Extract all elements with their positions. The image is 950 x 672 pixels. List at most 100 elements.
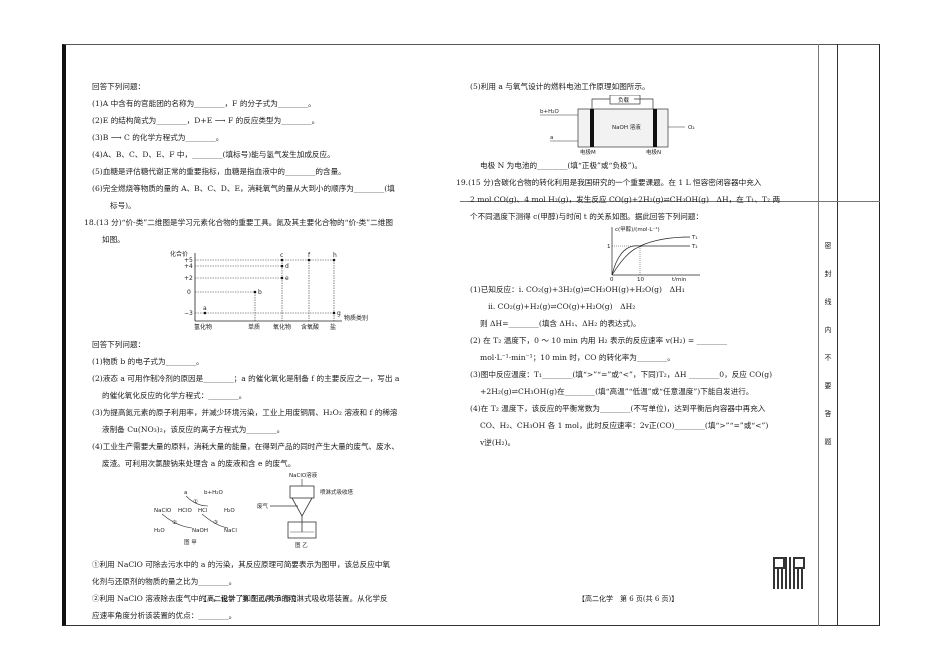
- page-5-column: 回答下列问题： (1)A 中含有的官能团的名称为________，F 的分子式为…: [84, 78, 452, 624]
- q19-2: (2) 在 T₂ 温度下，0 ～ 10 min 内用 H₂ 表示的反应速率 v(…: [470, 336, 728, 345]
- q18-4-cont: 废渣。可利用次氯酸钠来处理含 a 的废液和含 e 的废气。: [102, 459, 296, 468]
- svg-text:NaCl: NaCl: [224, 528, 237, 534]
- svg-text:b: b: [258, 289, 262, 296]
- q19-3-cont: +2H₂(g)⇌CH₃OH(g)在________(填“高温”“低温”或“任意温…: [480, 387, 754, 396]
- svg-text:NaClO溶液: NaClO溶液: [289, 472, 318, 479]
- q19-line2: 2 mol CO(g)、4 mol H₂(g)，发生反应 CO(g)+2H₂(g…: [470, 195, 781, 204]
- q17-2: (2)E 的结构简式为________，D+E ⟶ F 的反应类型为______…: [92, 116, 320, 125]
- fuel-cell-diagram: 负载 b+H₂O a NaOH 溶液 O₂ 电极M 电极N: [540, 95, 695, 156]
- fig-yi-caption: 图 乙: [295, 541, 308, 549]
- svg-text:a: a: [550, 135, 553, 141]
- q19-line3: 个不同温度下测得 c(甲醇)与时间 t 的关系如图。据此回答下列问题：: [470, 212, 704, 221]
- q19-2-cont: mol·L⁻¹·min⁻¹；10 min 时，CO 的转化率为________。: [480, 353, 675, 362]
- svg-text:+4: +4: [184, 263, 193, 270]
- q18-heading-cont: 如图。: [102, 235, 125, 244]
- q18-5-question: 电极 N 为电池的________(填“正极”或“负极”)。: [480, 161, 643, 170]
- svg-text:f: f: [308, 252, 311, 259]
- svg-text:O₂: O₂: [688, 125, 695, 131]
- q18-1: (1)物质 b 的电子式为________。: [92, 357, 204, 366]
- svg-text:0: 0: [187, 289, 191, 296]
- q18-2: (2)液态 a 可用作制冷剂的原因是________；a 的催化氧化是制备 f …: [92, 374, 400, 383]
- q18-4-2-cont: 应速率角度分析该装置的优点：________。: [92, 611, 237, 620]
- valence-class-chart: 化合价 +5 +4 +2 0 −3: [170, 250, 368, 331]
- svg-text:③: ③: [213, 520, 218, 526]
- divider-line: [460, 201, 880, 202]
- q18-3-cont: 液制备 Cu(NO₃)₂，该反应的离子方程式为________。: [102, 425, 285, 434]
- q19-heading: 19.(15 分)含碳化合物的转化利用是我国研究的一个重要课题。在 1 L 恒容…: [456, 178, 762, 187]
- svg-text:①: ①: [193, 499, 198, 505]
- page-5-footer: 【高二化学 第 5 页(共 6 页)】: [200, 595, 301, 603]
- q19-3: (3)图中反应温度：T₁________(填“>”“=”或“<”，下同)T₂，Δ…: [470, 370, 773, 379]
- svg-text:T₁: T₁: [691, 235, 698, 241]
- q18-heading: 18.(13 分)“价-类”二维图是学习元素化合物的重要工具。氮及其主要化合物的…: [84, 218, 393, 227]
- q18-2-cont: 的催化氧化反应的化学方程式：________。: [102, 391, 247, 400]
- svg-text:HCl: HCl: [198, 508, 208, 514]
- svg-text:h: h: [333, 252, 337, 259]
- svg-text:电极M: 电极M: [580, 148, 596, 156]
- svg-text:氢化物: 氢化物: [194, 323, 212, 331]
- svg-text:−3: −3: [184, 310, 193, 317]
- svg-text:盐: 盐: [330, 323, 336, 331]
- page-6-column: (5)利用 a 与氧气设计的燃料电池工作原理如图所示。 负载 b+H₂O a N…: [456, 78, 810, 451]
- svg-text:负载: 负载: [618, 96, 630, 104]
- page-frame: [62, 44, 880, 626]
- svg-text:a: a: [184, 490, 187, 496]
- q18-4: (4)工业生产需要大量的原料，消耗大量的能量，在得到产品的同时产生大量的废气、废…: [92, 442, 399, 451]
- svg-text:1: 1: [607, 244, 611, 250]
- svg-text:HClO: HClO: [178, 508, 193, 514]
- q19-1: (1)已知反应：ⅰ. CO₂(g)+3H₂(g)⇌CH₃OH(g)+H₂O(g)…: [470, 285, 685, 294]
- svg-text:c: c: [280, 252, 283, 259]
- q19-4-cont: CO、H₂、CH₃OH 各 1 mol，此时反应速率：2v正(CO)______…: [480, 421, 769, 430]
- q17-3: (3)B ⟶ C 的化学方程式为________。: [92, 133, 224, 142]
- svg-text:+2: +2: [184, 275, 193, 282]
- svg-text:b+H₂O: b+H₂O: [204, 490, 223, 496]
- q17-6-cont: 标号)。: [110, 201, 136, 210]
- methanol-curve-chart: c(甲醇)/(mol·L⁻¹) T₁ T₂ 1 0 10 t/min: [607, 225, 700, 281]
- q18-4-1: ①利用 NaClO 可除去污水中的 a 的污染，其反应原理可简要表示为图甲，该总…: [92, 560, 391, 569]
- seal-line-notice: 密 封 线 内 不 要 答 题: [824, 242, 832, 446]
- svg-text:b+H₂O: b+H₂O: [540, 109, 559, 115]
- q19-1-answer: 则 ΔH=________(填含 ΔH₁、ΔH₂ 的表达式)。: [480, 319, 641, 328]
- svg-text:T₂: T₂: [691, 244, 698, 250]
- q19-1-ii: ⅱ. CO₂(g)+H₂(g)⇌CO(g)+H₂O(g) ΔH₂: [488, 302, 636, 311]
- svg-text:t/min: t/min: [672, 277, 687, 281]
- chart-xlabel: 物质类别: [344, 314, 368, 322]
- svg-text:NaOH: NaOH: [192, 528, 208, 534]
- svg-text:NaClO: NaClO: [154, 508, 172, 514]
- svg-text:单质: 单质: [248, 323, 260, 331]
- svg-text:H₂O: H₂O: [224, 508, 235, 514]
- svg-text:a: a: [203, 305, 207, 312]
- svg-text:g: g: [337, 310, 341, 317]
- svg-text:氧化物: 氧化物: [273, 323, 291, 331]
- figure-jia-yi: a b+H₂O NaClO HClO HCl H₂O H₂O NaOH NaCl…: [154, 472, 354, 549]
- svg-text:废气: 废气: [257, 502, 269, 510]
- qr-code: [773, 557, 805, 589]
- svg-text:d: d: [285, 263, 289, 270]
- svg-text:10: 10: [637, 277, 644, 281]
- fig-jia-caption: 图 甲: [184, 538, 197, 546]
- svg-text:含氧酸: 含氧酸: [301, 323, 319, 331]
- q17-5: (5)血糖是评估糖代谢正常的重要指标，血糖是指血液中的________的含量。: [92, 167, 346, 176]
- q17-6: (6)完全燃烧等物质的量的 A、B、C、D、E，消耗氧气的量从大到小的顺序为__…: [92, 184, 395, 193]
- svg-text:c(甲醇)/(mol·L⁻¹): c(甲醇)/(mol·L⁻¹): [615, 225, 660, 233]
- q19-4: (4)在 T₂ 温度下，该反应的平衡常数为________(不写单位)，达到平衡…: [470, 404, 766, 413]
- q18-3: (3)为提高氮元素的原子利用率，并减少环境污染，工业上用废铜屑、H₂O₂ 溶液和…: [92, 408, 398, 417]
- q18-4-2: ②利用 NaClO 溶液除去废气中的 e，设计了如图乙所示的喷淋式吸收塔装置。从…: [92, 594, 388, 603]
- svg-text:喷淋式吸收塔: 喷淋式吸收塔: [320, 488, 354, 496]
- page-6-footer: 【高二化学 第 6 页(共 6 页)】: [578, 595, 679, 603]
- binding-line-outer: [837, 44, 838, 626]
- svg-text:H₂O: H₂O: [154, 528, 165, 534]
- q18-5: (5)利用 a 与氧气设计的燃料电池工作原理如图所示。: [470, 82, 650, 91]
- q18-4-1-cont: 化剂与还原剂的物质的量之比为________。: [92, 577, 237, 586]
- svg-text:e: e: [285, 275, 289, 282]
- q17-intro: 回答下列问题：: [92, 82, 146, 91]
- svg-text:0: 0: [610, 277, 614, 281]
- q17-4: (4)A、B、C、D、E、F 中，________(填标号)能与氢气发生加成反应…: [92, 150, 335, 159]
- svg-text:电极N: 电极N: [646, 148, 661, 156]
- binding-line-inner: [818, 44, 819, 626]
- svg-text:+5: +5: [184, 257, 193, 264]
- svg-text:NaOH 溶液: NaOH 溶液: [612, 123, 641, 131]
- q17-1: (1)A 中含有的官能团的名称为________，F 的分子式为________…: [92, 99, 316, 108]
- chart-ylabel: 化合价: [170, 250, 188, 258]
- q19-4-cont2: v逆(H₂)。: [480, 438, 516, 447]
